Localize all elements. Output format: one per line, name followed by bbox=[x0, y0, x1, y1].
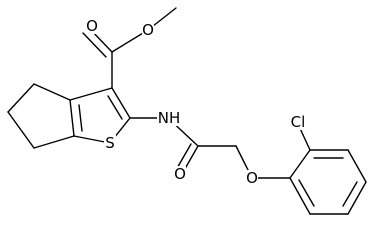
aryl-ether-oxygen: O bbox=[246, 169, 258, 187]
atom-label-s: S bbox=[105, 134, 115, 152]
atom-label-nh: NH bbox=[158, 109, 181, 127]
chlorine-atom: Cl bbox=[288, 113, 308, 131]
bond-c3a-c3 bbox=[69, 87, 113, 101]
atom-label-o: O bbox=[174, 165, 186, 183]
bond-c5-c6 bbox=[7, 111, 35, 149]
chemical-structure-diagram: O O S NH O O Cl bbox=[7, 7, 367, 215]
bond-c3a-c4 bbox=[33, 83, 71, 101]
bond-c3-c2-double bbox=[111, 87, 131, 119]
thiophene-sulfur: S bbox=[104, 134, 116, 152]
bond-layer bbox=[7, 7, 367, 215]
bond-c7a-c3a-inner bbox=[78, 104, 83, 132]
amide-nitrogen: NH bbox=[157, 109, 181, 127]
bond-ar6-ar1-inner bbox=[298, 179, 315, 207]
bond-c7a-c3a bbox=[69, 99, 75, 137]
atom-label-o: O bbox=[246, 169, 258, 187]
atom-label-o: O bbox=[86, 17, 98, 35]
ester-carbonyl-oxygen: O bbox=[86, 17, 98, 35]
bond-ar4-ar5-inner bbox=[342, 181, 358, 207]
bond-ar3-ar4 bbox=[347, 149, 367, 183]
amide-carbonyl-oxygen: O bbox=[174, 165, 186, 183]
atom-label-cl: Cl bbox=[291, 113, 306, 131]
bond-c3-c2-double-inner bbox=[107, 95, 123, 120]
bond-ester-carbonyl-2 bbox=[82, 32, 107, 58]
bond-ar6-ar1 bbox=[289, 177, 311, 215]
bond-c6-c7a bbox=[33, 135, 75, 149]
bond-amide-carbonyl-2 bbox=[175, 143, 192, 171]
bond-ar4-ar5 bbox=[347, 181, 367, 215]
ester-ether-oxygen: O bbox=[142, 21, 154, 39]
atom-label-layer: O O S NH O O Cl bbox=[86, 17, 308, 187]
atom-label-o: O bbox=[142, 21, 154, 39]
bond-ar1-ar2 bbox=[289, 149, 311, 179]
bond-c4-c5 bbox=[7, 83, 35, 113]
